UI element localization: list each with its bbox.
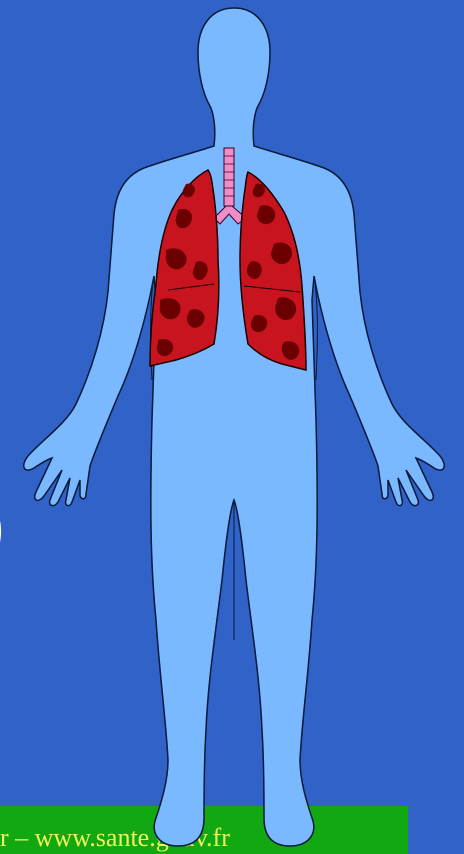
body-silhouette: [24, 8, 445, 846]
